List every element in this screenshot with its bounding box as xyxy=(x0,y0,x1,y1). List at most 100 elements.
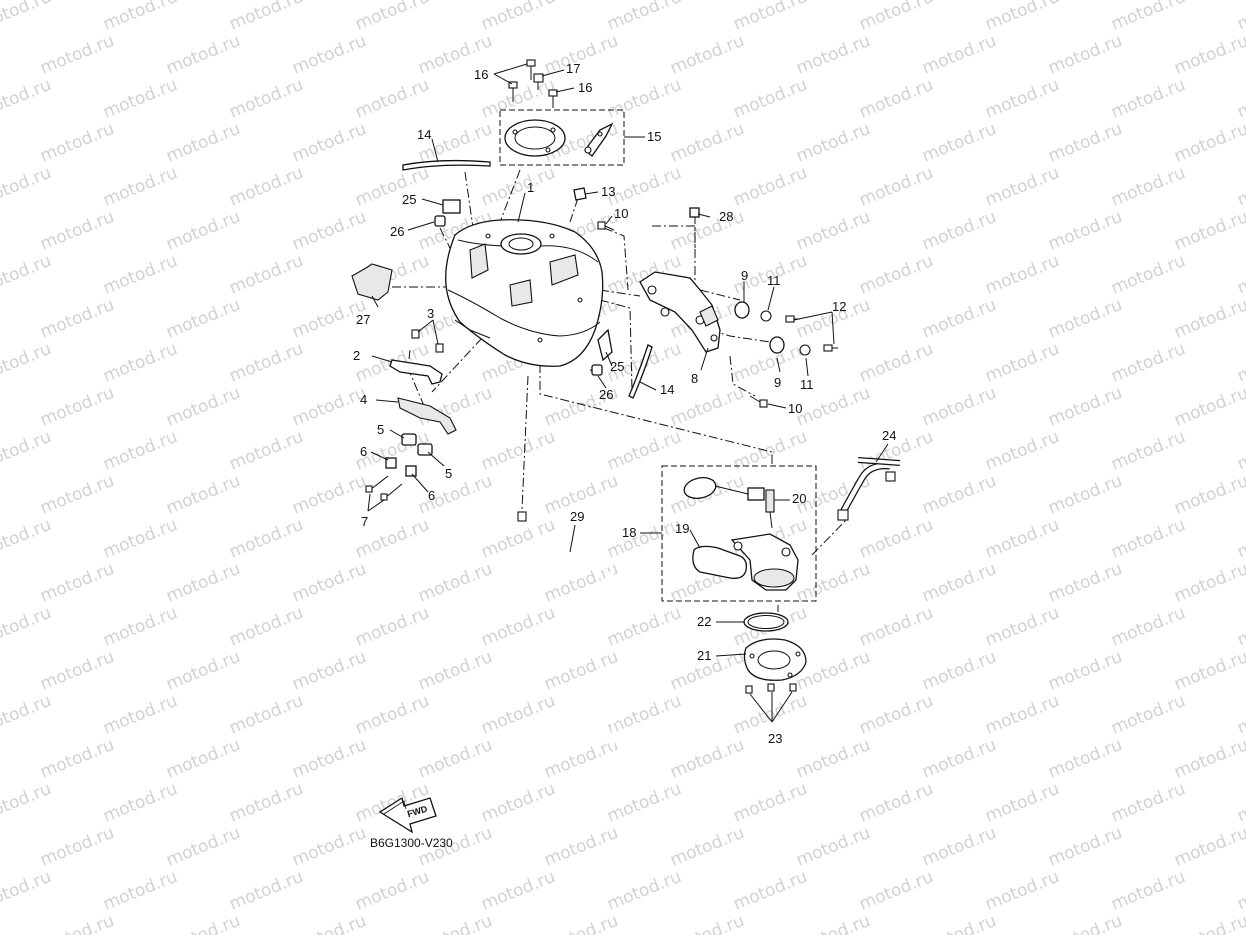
watermark-text: motod.ru xyxy=(100,779,180,827)
watermark-text: motod.ru xyxy=(0,0,54,35)
watermark-text: motod.ru xyxy=(541,31,621,79)
fuel-filter xyxy=(692,545,748,579)
watermark-text: motod.ru xyxy=(100,0,180,35)
watermark-text: motod.ru xyxy=(163,471,243,519)
watermark-text: motod.ru xyxy=(478,0,558,35)
watermark-text: motod.ru xyxy=(604,163,684,211)
watermark-text: motod.ru xyxy=(1171,31,1246,79)
watermark-text: motod.ru xyxy=(1234,867,1246,915)
watermark-text: motod.ru xyxy=(0,75,54,123)
watermark-text: motod.ru xyxy=(163,823,243,871)
watermark-text: motod.ru xyxy=(1171,207,1246,255)
callout-14b: 14 xyxy=(660,382,674,397)
watermark-text: motod.ru xyxy=(478,603,558,651)
watermark-text: motod.ru xyxy=(1171,119,1246,167)
watermark-text: motod.ru xyxy=(478,75,558,123)
watermark-text: motod.ru xyxy=(1171,911,1246,935)
fuel-sender-float xyxy=(683,477,765,501)
watermark-text: motod.ru xyxy=(919,823,999,871)
watermark-text: motod.ru xyxy=(541,823,621,871)
watermark-text: motod.ru xyxy=(1234,163,1246,211)
watermark-text: motod.ru xyxy=(100,515,180,563)
watermark-text: motod.ru xyxy=(1108,427,1188,475)
watermark-text: motod.ru xyxy=(541,911,621,935)
fuel-tank xyxy=(445,219,604,367)
watermark-text: motod.ru xyxy=(289,823,369,871)
watermark-text: motod.ru xyxy=(1171,295,1246,343)
watermark-text: motod.ru xyxy=(478,691,558,739)
watermark-text: motod.ru xyxy=(100,75,180,123)
watermark-text: motod.ru xyxy=(289,559,369,607)
bracket-mount-bolts xyxy=(365,475,403,501)
callout-29: 29 xyxy=(570,509,584,524)
watermark-text: motod.ru xyxy=(100,339,180,387)
callout-23: 23 xyxy=(768,731,782,746)
watermark-text: motod.ru xyxy=(226,163,306,211)
watermark-text: motod.ru xyxy=(100,867,180,915)
callout-3: 3 xyxy=(427,306,434,321)
drawing-code: B6G1300-V230 xyxy=(370,836,453,850)
watermark-text: motod.ru xyxy=(1171,383,1246,431)
callout-26b: 26 xyxy=(599,387,613,402)
watermark-text: motod.ru xyxy=(1045,383,1125,431)
watermark-text: motod.ru xyxy=(0,515,54,563)
watermark-text: motod.ru xyxy=(163,119,243,167)
callout-15: 15 xyxy=(647,129,661,144)
watermark-text: motod.ru xyxy=(919,647,999,695)
watermark-text: motod.ru xyxy=(163,911,243,935)
callout-13: 13 xyxy=(601,184,615,199)
watermark-text: motod.ru xyxy=(856,691,936,739)
watermark-text: motod.ru xyxy=(0,603,54,651)
watermark-text: motod.ru xyxy=(1045,471,1125,519)
watermark-text: motod.ru xyxy=(1234,691,1246,739)
callout-1: 1 xyxy=(527,180,534,195)
watermark-text: motod.ru xyxy=(352,867,432,915)
watermark-text: motod.ru xyxy=(856,603,936,651)
watermark-text: motod.ru xyxy=(37,647,117,695)
watermark-text: motod.ru xyxy=(163,295,243,343)
callout-9a: 9 xyxy=(741,268,748,283)
watermark-text: motod.ru xyxy=(856,251,936,299)
watermark-text: motod.ru xyxy=(1108,75,1188,123)
fuel-hose xyxy=(837,457,901,521)
watermark-text: motod.ru xyxy=(982,867,1062,915)
watermark-text: motod.ru xyxy=(289,911,369,935)
watermark-text: motod.ru xyxy=(919,119,999,167)
watermark-text: motod.ru xyxy=(793,207,873,255)
watermark-text: motod.ru xyxy=(982,779,1062,827)
callout-24: 24 xyxy=(882,428,896,443)
watermark-text: motod.ru xyxy=(0,691,54,739)
callout-8: 8 xyxy=(691,371,698,386)
watermark-text: motod.ru xyxy=(37,823,117,871)
watermark-text: motod.ru xyxy=(37,911,117,935)
mounting-bolts xyxy=(597,221,768,408)
watermark-text: motod.ru xyxy=(1108,251,1188,299)
watermark-text: motod.ru xyxy=(352,603,432,651)
fuel-pump-assembly-box xyxy=(661,465,817,602)
callout-12: 12 xyxy=(832,299,846,314)
callout-20: 20 xyxy=(792,491,806,506)
watermark-text: motod.ru xyxy=(730,163,810,211)
watermark-text: motod.ru xyxy=(982,163,1062,211)
watermark-text: motod.ru xyxy=(919,295,999,343)
watermark-text: motod.ru xyxy=(919,471,999,519)
watermark-text: motod.ru xyxy=(541,735,621,783)
callout-10a: 10 xyxy=(614,206,628,221)
watermark-text: motod.ru xyxy=(352,691,432,739)
watermark-text: motod.ru xyxy=(0,867,54,915)
watermark-text: motod.ru xyxy=(1108,691,1188,739)
callout-16b: 16 xyxy=(578,80,592,95)
fwd-arrow-icon: FWD xyxy=(378,796,437,834)
watermark-text: motod.ru xyxy=(982,339,1062,387)
tank-seal-strip xyxy=(402,159,491,171)
watermark-text: motod.ru xyxy=(478,515,558,563)
rubber-damper xyxy=(734,301,750,319)
callout-9b: 9 xyxy=(774,375,781,390)
bracket-bolt-2 xyxy=(435,343,444,353)
callout-27: 27 xyxy=(356,312,370,327)
watermark-text: motod.ru xyxy=(793,119,873,167)
watermark-text: motod.ru xyxy=(667,31,747,79)
watermark-text: motod.ru xyxy=(1108,867,1188,915)
watermark-text: motod.ru xyxy=(163,383,243,431)
watermark-text: motod.ru xyxy=(478,779,558,827)
